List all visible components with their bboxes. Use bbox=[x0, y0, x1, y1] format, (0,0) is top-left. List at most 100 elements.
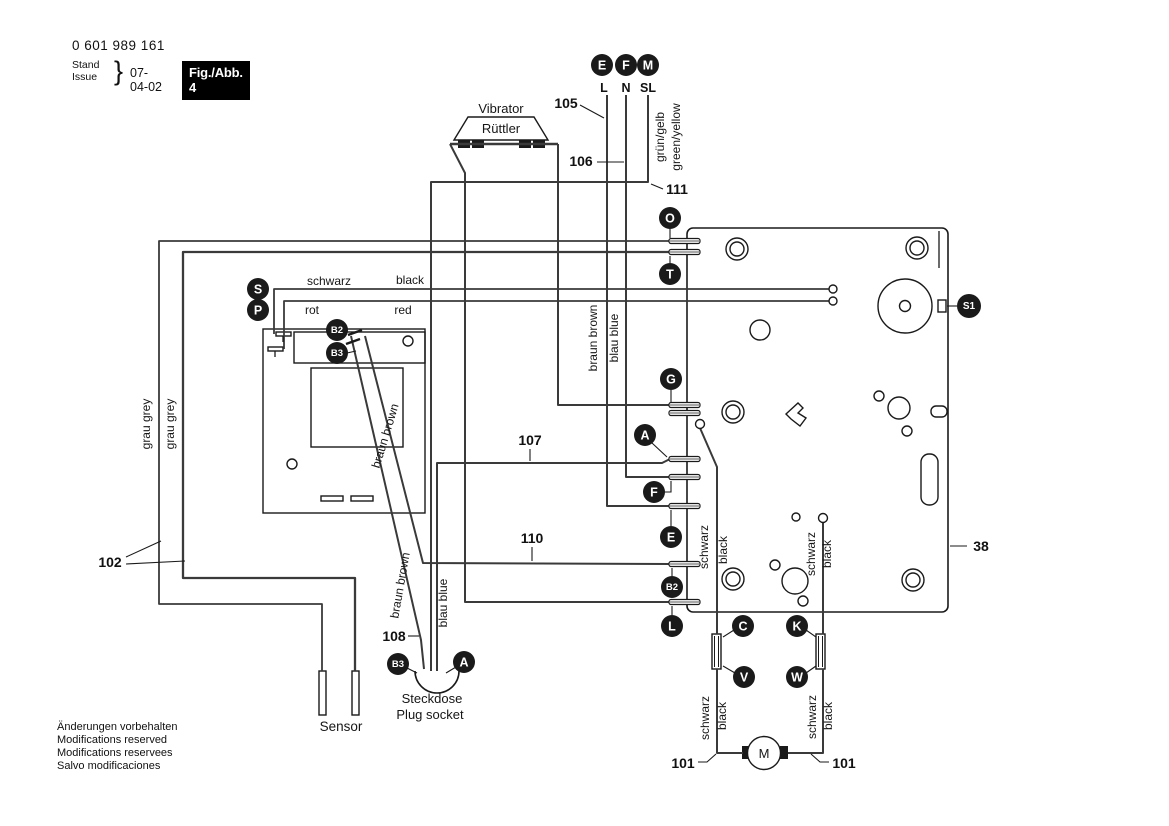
switch-contact bbox=[817, 512, 829, 524]
wire-vibrator-G bbox=[557, 144, 670, 406]
vibrator-body bbox=[452, 116, 550, 141]
modification-notes: Änderungen vorbehalten Modifications res… bbox=[57, 721, 177, 773]
panel-hole-inner bbox=[725, 404, 741, 420]
motor-terminal bbox=[742, 746, 750, 759]
leader-line bbox=[698, 753, 717, 763]
vibrator-label-de: Rüttler bbox=[482, 121, 521, 136]
ref-label-38: 38 bbox=[973, 538, 989, 554]
wire-color-label: green/yellow bbox=[669, 103, 683, 171]
wire-color-label: black bbox=[396, 273, 425, 287]
stand-issue-label: Stand Issue bbox=[72, 59, 100, 83]
note-line: Salvo modificaciones bbox=[57, 760, 161, 772]
wire-color-label: schwarz bbox=[698, 696, 712, 740]
ref-label-102: 102 bbox=[98, 554, 122, 570]
switch-contact bbox=[791, 512, 801, 522]
title-block: 0 601 989 161 Stand Issue } 07-04-02 Fig… bbox=[72, 38, 250, 100]
wire-SL-green-yellow bbox=[430, 95, 649, 671]
node-E bbox=[591, 54, 613, 76]
node-S bbox=[247, 278, 269, 300]
board-hole bbox=[402, 335, 414, 347]
node-label-V: V bbox=[740, 671, 749, 685]
ref-label-111: 111 bbox=[666, 181, 688, 197]
note-line: Modifications reservees bbox=[57, 747, 173, 759]
wire-color-label: red bbox=[394, 303, 411, 317]
wire-color-label: grün/gelb bbox=[653, 112, 667, 162]
leader-line bbox=[125, 540, 162, 558]
switch-contact bbox=[828, 284, 838, 294]
wire-color-label: blau blue bbox=[607, 313, 621, 362]
sensor-element bbox=[351, 670, 360, 716]
node-label-B2: B2 bbox=[331, 325, 343, 336]
wire-grey-sensor-O bbox=[158, 240, 670, 671]
board-hole bbox=[286, 458, 298, 470]
leader-line bbox=[650, 183, 664, 190]
node-label-P: P bbox=[254, 304, 262, 318]
part-number: 0 601 989 161 bbox=[72, 38, 165, 53]
plug-socket-arc bbox=[414, 670, 460, 694]
node-F bbox=[615, 54, 637, 76]
node-label-M: M bbox=[643, 59, 653, 73]
wire-color-label: schwarz bbox=[307, 274, 351, 288]
sensor-element bbox=[318, 670, 327, 716]
panel-hole-inner bbox=[905, 572, 921, 588]
ref-label-N: N bbox=[621, 81, 630, 95]
node-L bbox=[661, 615, 683, 637]
wire-switch-black-left bbox=[699, 427, 718, 634]
panel-hole-small bbox=[873, 390, 885, 402]
ref-label-107: 107 bbox=[518, 432, 542, 448]
node-B3 bbox=[387, 653, 409, 675]
node-label-G: G bbox=[666, 373, 676, 387]
node-label-K: K bbox=[792, 620, 801, 634]
node-label-E: E bbox=[598, 59, 606, 73]
node-G bbox=[660, 368, 682, 390]
switch-tab bbox=[937, 299, 947, 313]
leader-line bbox=[125, 560, 186, 565]
node-label-F: F bbox=[622, 59, 630, 73]
node-W bbox=[786, 666, 808, 688]
node-B3 bbox=[326, 342, 348, 364]
node-label-B2: B2 bbox=[666, 582, 678, 593]
leader-line bbox=[805, 665, 817, 674]
node-label-B3: B3 bbox=[331, 348, 343, 359]
wire-color-label: rot bbox=[305, 303, 320, 317]
panel-hole-small bbox=[797, 595, 809, 607]
note-line: Änderungen vorbehalten bbox=[57, 721, 178, 733]
motor-terminal bbox=[780, 746, 788, 759]
ref-label-101: 101 bbox=[671, 755, 695, 771]
board-contact-mark bbox=[347, 328, 363, 337]
node-B2 bbox=[661, 576, 683, 598]
ref-label-SL: SL bbox=[640, 81, 656, 95]
switch-contact bbox=[694, 418, 706, 430]
wire-color-label: blau blue bbox=[436, 578, 450, 627]
wire-L-105 bbox=[606, 95, 670, 507]
sensor-board-slot bbox=[350, 495, 374, 502]
node-B2 bbox=[326, 319, 348, 341]
panel-slot bbox=[920, 453, 939, 506]
node-F bbox=[643, 481, 665, 503]
wire-black-motor-left bbox=[716, 669, 743, 754]
wire-color-label: grau grey bbox=[163, 399, 177, 450]
wire-color-label: black bbox=[820, 539, 834, 568]
brace-glyph: } bbox=[114, 56, 124, 86]
node-label-F: F bbox=[650, 486, 658, 500]
node-label-B3: B3 bbox=[392, 659, 404, 670]
node-label-A: A bbox=[459, 656, 468, 670]
node-label-S: S bbox=[254, 283, 262, 297]
wire-color-label: grau grey bbox=[139, 399, 153, 450]
panel-hole-inner bbox=[909, 240, 925, 256]
leader-line bbox=[579, 104, 605, 119]
leader-line bbox=[805, 629, 817, 638]
node-V bbox=[733, 666, 755, 688]
leader-line bbox=[810, 753, 829, 763]
motor-circle bbox=[746, 735, 782, 771]
carbon-brush bbox=[711, 633, 722, 670]
leader-line bbox=[651, 442, 668, 458]
sensor-board-slot bbox=[320, 495, 344, 502]
ref-label-106: 106 bbox=[569, 153, 593, 169]
carbon-brush bbox=[815, 633, 826, 670]
sensor-board-window bbox=[310, 367, 404, 448]
node-A bbox=[453, 651, 475, 673]
wire-brown-108 bbox=[350, 335, 425, 670]
node-E bbox=[660, 526, 682, 548]
